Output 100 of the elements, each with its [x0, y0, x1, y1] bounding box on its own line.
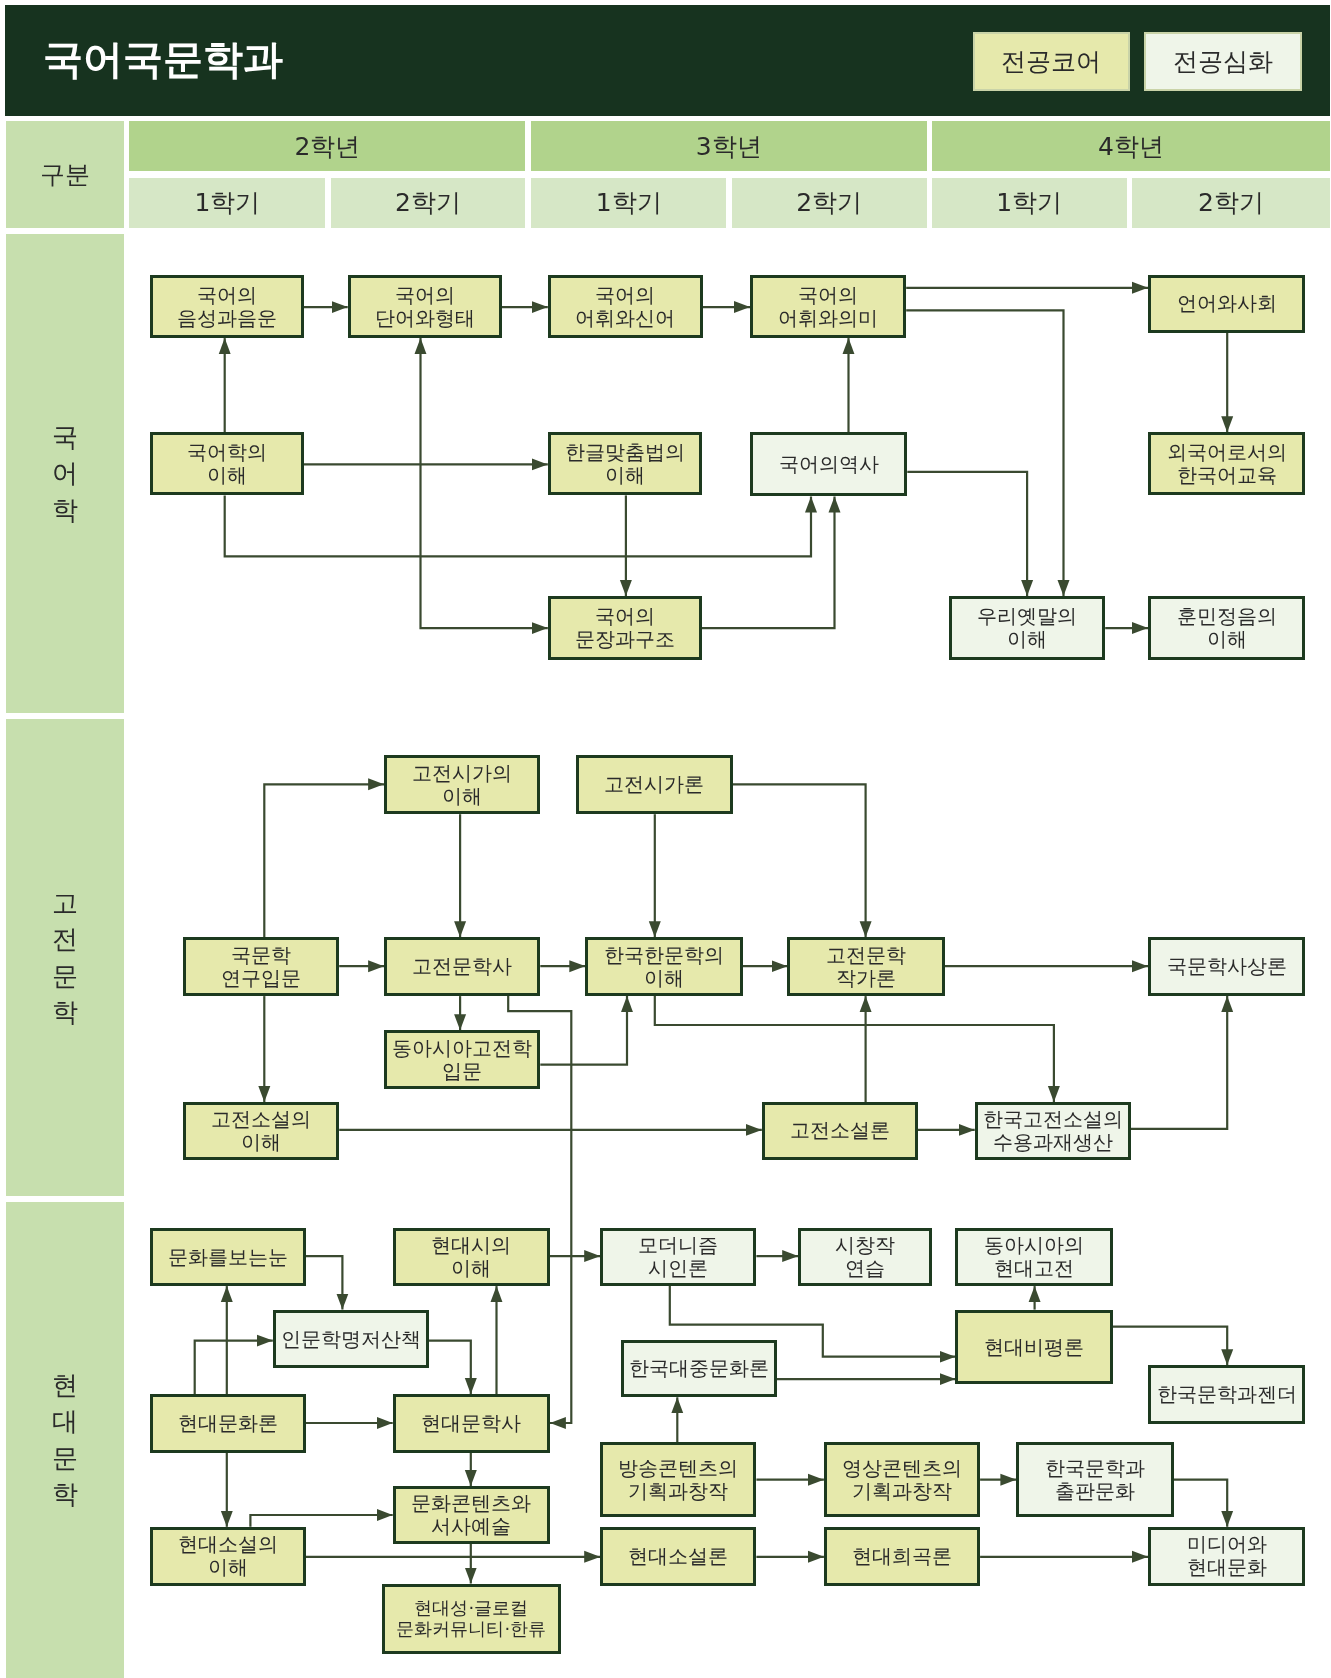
- arrow: [1221, 332, 1234, 433]
- arrow: [906, 281, 1148, 294]
- arrow: [306, 1255, 349, 1310]
- arrow: [540, 996, 633, 1066]
- arrow: [501, 301, 548, 314]
- course-box: 한국고전소설의 수용과재생산: [974, 1102, 1131, 1160]
- header-cell: 1학기: [129, 177, 326, 228]
- course-box: 한국문학과젠더: [1148, 1365, 1306, 1425]
- arrow: [1105, 622, 1148, 635]
- course-box: 현대소설의 이해: [149, 1526, 306, 1586]
- header-cell: 2학기: [1132, 177, 1330, 228]
- arrow: [702, 301, 750, 314]
- course-box: 고전소설론: [761, 1102, 918, 1160]
- arrow: [193, 1334, 273, 1395]
- arrow: [249, 1509, 393, 1527]
- course-box: 한국한문학의 이해: [585, 937, 743, 997]
- arrow: [429, 1339, 477, 1395]
- course-box: 현대소설론: [600, 1526, 757, 1586]
- arrow: [742, 960, 788, 973]
- arrow: [540, 960, 586, 973]
- header-cell: 구분: [6, 120, 125, 228]
- course-box: 모더니즘 시인론: [600, 1228, 757, 1287]
- course-box: 국어의역사: [750, 432, 908, 497]
- course-box: 국어의 문장과구조: [547, 595, 702, 661]
- course-box: 현대문화론: [149, 1394, 306, 1453]
- arrow: [464, 1543, 477, 1584]
- arrow: [490, 1286, 503, 1395]
- arrow: [732, 783, 872, 938]
- course-box: 현대성·글로컬 문화커뮤니티·한류: [381, 1583, 561, 1655]
- arrow: [306, 1417, 393, 1429]
- arrow: [339, 960, 385, 973]
- arrow: [306, 1550, 601, 1563]
- course-box: 고전문학사: [384, 937, 541, 997]
- arrow: [507, 996, 573, 1429]
- header-cell: 1학기: [931, 177, 1127, 228]
- course-box: 동아시아고전학 입문: [384, 1030, 541, 1090]
- course-box: 동아시아의 현대고전: [955, 1228, 1113, 1287]
- course-box: 현대희곡론: [823, 1526, 981, 1586]
- arrow: [303, 458, 548, 471]
- course-box: 국어의 음성과음운: [149, 274, 304, 339]
- arrow: [653, 996, 1060, 1102]
- course-box: 외국어로서의 한국어교육: [1148, 432, 1306, 496]
- header-cell: 2학기: [731, 177, 927, 228]
- arrow: [859, 996, 872, 1102]
- course-box: 인문학명저산책: [272, 1309, 430, 1369]
- course-box: 국어학의 이해: [149, 432, 304, 496]
- course-box: 고전문학 작가론: [787, 937, 945, 997]
- row-header: 국어학: [6, 234, 125, 713]
- arrow: [701, 496, 841, 630]
- arrow: [980, 1473, 1017, 1486]
- arrow: [944, 960, 1148, 973]
- course-box: 국문학사상론: [1148, 937, 1306, 997]
- course-box: 국어의 어휘와의미: [750, 274, 907, 339]
- course-box: 방송콘텐츠의 기획과창작: [600, 1442, 757, 1518]
- arrow: [906, 309, 1070, 596]
- arrow: [454, 814, 467, 938]
- arrow: [907, 470, 1034, 596]
- course-box: 우리옛말의 이해: [949, 595, 1106, 661]
- arrow: [842, 338, 855, 433]
- arrow: [918, 1123, 975, 1136]
- arrow: [220, 1453, 233, 1527]
- course-box: 현대문학사: [392, 1394, 550, 1453]
- course-box: 현대비평론: [955, 1309, 1113, 1385]
- course-box: 한국문학과 출판문화: [1016, 1442, 1174, 1518]
- arrow: [1112, 1325, 1234, 1366]
- arrow: [668, 1286, 956, 1363]
- arrow: [619, 495, 632, 596]
- arrow: [218, 338, 231, 433]
- course-box: 언어와사회: [1148, 274, 1306, 333]
- course-box: 문화콘텐츠와 서사예술: [392, 1486, 550, 1544]
- arrow: [220, 1286, 233, 1395]
- arrow: [223, 495, 817, 558]
- arrow: [303, 301, 348, 314]
- course-box: 고전시가의 이해: [384, 755, 541, 815]
- arrow: [454, 996, 467, 1031]
- arrow: [980, 1550, 1148, 1563]
- row-header: 고전문학: [6, 719, 125, 1197]
- row-header: 현대문학: [6, 1201, 125, 1678]
- arrow: [549, 1250, 601, 1263]
- course-box: 국문학 연구입문: [182, 937, 340, 997]
- course-box: 영상콘텐츠의 기획과창작: [823, 1442, 981, 1518]
- legend-label: 전공코어: [972, 32, 1130, 91]
- header-cell: 2학기: [330, 177, 526, 228]
- header-cell: 4학년: [931, 120, 1330, 172]
- course-box: 현대시의 이해: [392, 1228, 550, 1287]
- course-box: 국어의 단어와형태: [347, 274, 502, 339]
- arrow: [414, 338, 548, 635]
- course-box: 한국대중문화론: [620, 1339, 777, 1398]
- header-cell: 1학기: [530, 177, 727, 228]
- course-box: 시창작 연습: [798, 1228, 932, 1287]
- arrow: [1028, 1286, 1041, 1310]
- arrow: [339, 1123, 762, 1136]
- arrow: [648, 814, 661, 938]
- arrow: [263, 778, 385, 938]
- header-cell: 2학년: [129, 120, 526, 172]
- course-box: 고전소설의 이해: [182, 1102, 340, 1160]
- arrow: [1130, 996, 1234, 1130]
- arrow: [756, 1550, 824, 1563]
- course-box: 미디어와 현대문화: [1148, 1526, 1306, 1586]
- arrow: [776, 1373, 956, 1386]
